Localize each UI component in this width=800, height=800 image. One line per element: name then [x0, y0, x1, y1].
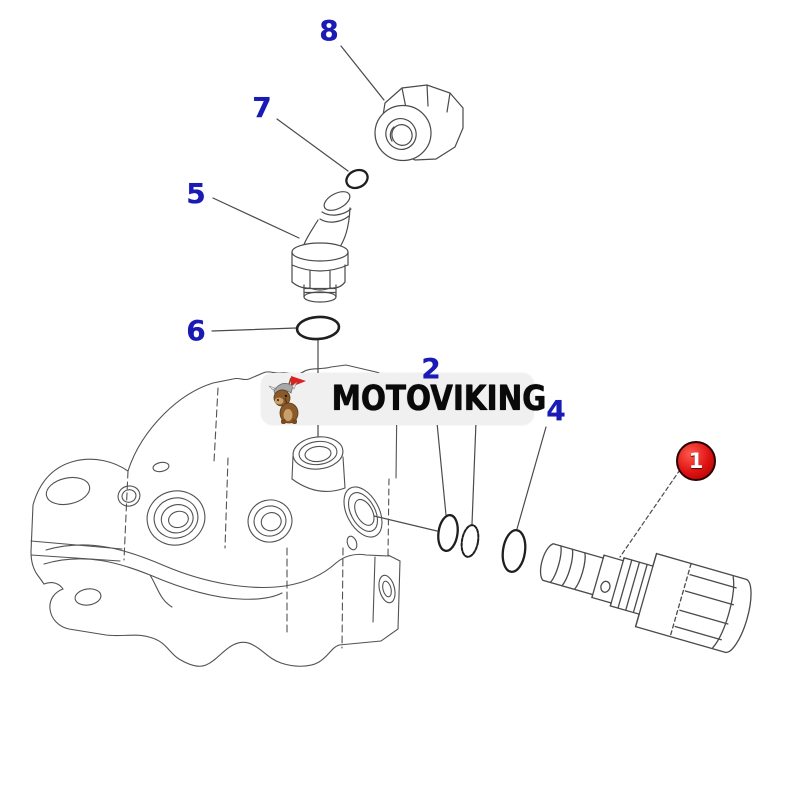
callout-8: 8 — [319, 14, 339, 47]
part-4-o-ring-drawing — [501, 528, 527, 574]
callout-7: 7 — [252, 91, 272, 124]
callout-4: 4 — [546, 394, 566, 427]
valve-body-drawing — [30, 364, 401, 667]
part-8-hex-nut-drawing — [374, 84, 464, 162]
callout-2: 2 — [421, 352, 441, 385]
callout-6: 6 — [186, 314, 206, 347]
watermark-brand-text: MOTOVIKING — [331, 378, 547, 419]
callout-1-badge: 1 — [676, 441, 716, 481]
viking-dog-logo-icon — [268, 376, 306, 424]
part-5-elbow-fitting-drawing — [291, 191, 352, 303]
callout-5: 5 — [186, 177, 206, 210]
part-1-valve-cartridge-drawing — [539, 543, 752, 654]
part-2-o-ring-b-drawing — [460, 524, 480, 558]
watermark-banner: MOTOVIKING — [261, 373, 546, 425]
part-2-o-ring-a-drawing — [437, 513, 459, 553]
part-7-o-ring-drawing — [345, 168, 369, 190]
part-6-o-ring-drawing — [295, 315, 341, 341]
